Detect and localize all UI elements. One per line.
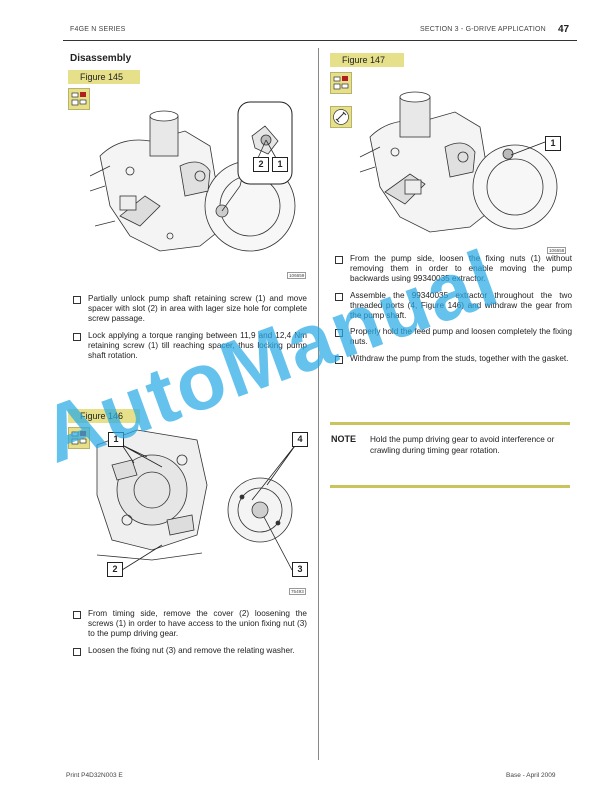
header-section: SECTION 3 - G-DRIVE APPLICATION bbox=[420, 26, 546, 33]
step-text: Assemble the 99340035 extractor througho… bbox=[334, 291, 572, 322]
callout-1: 1 bbox=[108, 432, 124, 447]
figure-146-steps: From timing side, remove the cover (2) l… bbox=[72, 609, 307, 656]
disassembly-icon bbox=[68, 88, 90, 110]
figure-146-drawing bbox=[96, 429, 298, 571]
callout-1: 1 bbox=[272, 157, 288, 172]
figure-147-drawing bbox=[359, 91, 558, 233]
image-code: 106659 bbox=[287, 272, 307, 279]
disassembly-icon bbox=[330, 72, 352, 94]
note-top-bar bbox=[330, 422, 570, 425]
column-divider bbox=[318, 48, 319, 760]
note-bottom-bar bbox=[330, 485, 570, 488]
extractor-tool-icon bbox=[330, 106, 352, 128]
step-text: Partially unlock pump shaft retaining sc… bbox=[72, 294, 307, 325]
step-text: From timing side, remove the cover (2) l… bbox=[72, 609, 307, 640]
step-text: Lock applying a torque ranging between 1… bbox=[72, 331, 307, 362]
step-text: Withdraw the pump from the studs, togeth… bbox=[334, 354, 572, 364]
image-code: 75493 bbox=[289, 588, 306, 595]
figure-145-steps: Partially unlock pump shaft retaining sc… bbox=[72, 294, 307, 361]
section-heading: Disassembly bbox=[70, 53, 132, 64]
step-text: Properly hold the feed pump and loosen c… bbox=[334, 327, 572, 347]
footer-print-code: Print P4D32N003 E bbox=[66, 772, 123, 779]
disassembly-icon bbox=[68, 427, 90, 449]
callout-3: 3 bbox=[292, 562, 308, 577]
figure-146-label: Figure 146 bbox=[68, 409, 140, 423]
image-code: 106658 bbox=[547, 247, 567, 254]
callout-2: 2 bbox=[253, 157, 269, 172]
figure-145-drawing bbox=[90, 101, 296, 252]
callout-1: 1 bbox=[545, 136, 561, 151]
callout-2: 2 bbox=[107, 562, 123, 577]
note-text: Hold the pump driving gear to avoid inte… bbox=[370, 435, 555, 455]
header-series: F4GE N SERIES bbox=[70, 26, 126, 33]
figure-145-label: Figure 145 bbox=[68, 70, 140, 84]
step-text: From the pump side, loosen the fixing nu… bbox=[334, 254, 572, 285]
step-text: Loosen the fixing nut (3) and remove the… bbox=[72, 646, 307, 656]
page-number: 47 bbox=[558, 24, 570, 35]
footer-edition: Base - April 2009 bbox=[506, 772, 556, 779]
figure-147-steps: From the pump side, loosen the fixing nu… bbox=[334, 254, 572, 364]
figure-147-label: Figure 147 bbox=[330, 53, 404, 67]
header-rule bbox=[63, 40, 577, 41]
callout-4: 4 bbox=[292, 432, 308, 447]
note-tag: NOTE bbox=[331, 434, 357, 444]
